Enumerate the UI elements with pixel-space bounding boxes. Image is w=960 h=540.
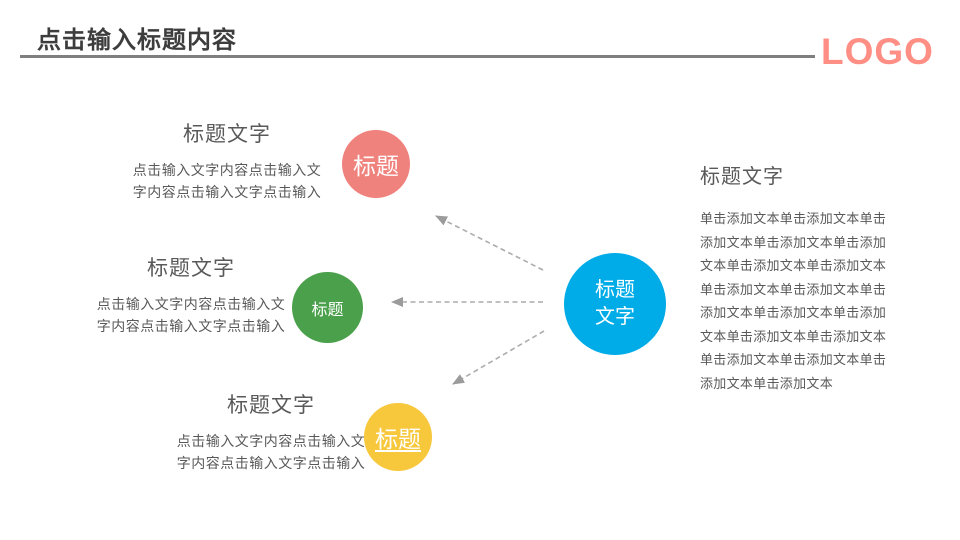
text-group-bottom: 标题文字 点击输入文字内容点击输入文 字内容点击输入文字点击输入: [149, 393, 393, 474]
page-title[interactable]: 点击输入标题内容: [37, 27, 237, 54]
arrow-to-bottom-circle: [452, 330, 545, 385]
circle-label: 标题: [311, 301, 344, 319]
group-body[interactable]: 点击输入文字内容点击输入文 字内容点击输入文字点击输入: [96, 296, 286, 334]
group-body[interactable]: 点击输入文字内容点击输入文 字内容点击输入文字点击输入: [176, 433, 366, 471]
text-group-top: 标题文字 点击输入文字内容点击输入文 字内容点击输入文字点击输入: [107, 122, 347, 203]
arrow-to-top-circle: [435, 215, 544, 271]
group-heading[interactable]: 标题文字: [147, 257, 235, 280]
title-underline-divider: [20, 55, 815, 58]
center-hub-circle[interactable]: 标题 文字: [564, 253, 666, 355]
group-heading[interactable]: 标题文字: [227, 394, 315, 417]
circle-label: 标题 文字: [595, 279, 635, 328]
logo-text: LOGO: [821, 31, 934, 72]
circle-label: 标题: [375, 426, 421, 452]
topic-circle-middle[interactable]: 标题: [292, 272, 363, 343]
group-body[interactable]: 点击输入文字内容点击输入文 字内容点击输入文字点击输入: [132, 162, 322, 200]
topic-circle-top[interactable]: 标题: [342, 130, 410, 198]
right-panel-heading[interactable]: 标题文字: [700, 166, 784, 188]
right-text-panel: 标题文字 单击添加文本单击添加文本单击 添加文本单击添加文本单击添加 文本单击添…: [700, 165, 915, 395]
right-panel-body[interactable]: 单击添加文本单击添加文本单击 添加文本单击添加文本单击添加 文本单击添加文本单击…: [700, 211, 887, 391]
group-heading[interactable]: 标题文字: [183, 123, 271, 146]
circle-label: 标题: [353, 153, 399, 179]
text-group-middle: 标题文字 点击输入文字内容点击输入文 字内容点击输入文字点击输入: [71, 256, 311, 337]
topic-circle-bottom[interactable]: 标题: [364, 403, 432, 471]
